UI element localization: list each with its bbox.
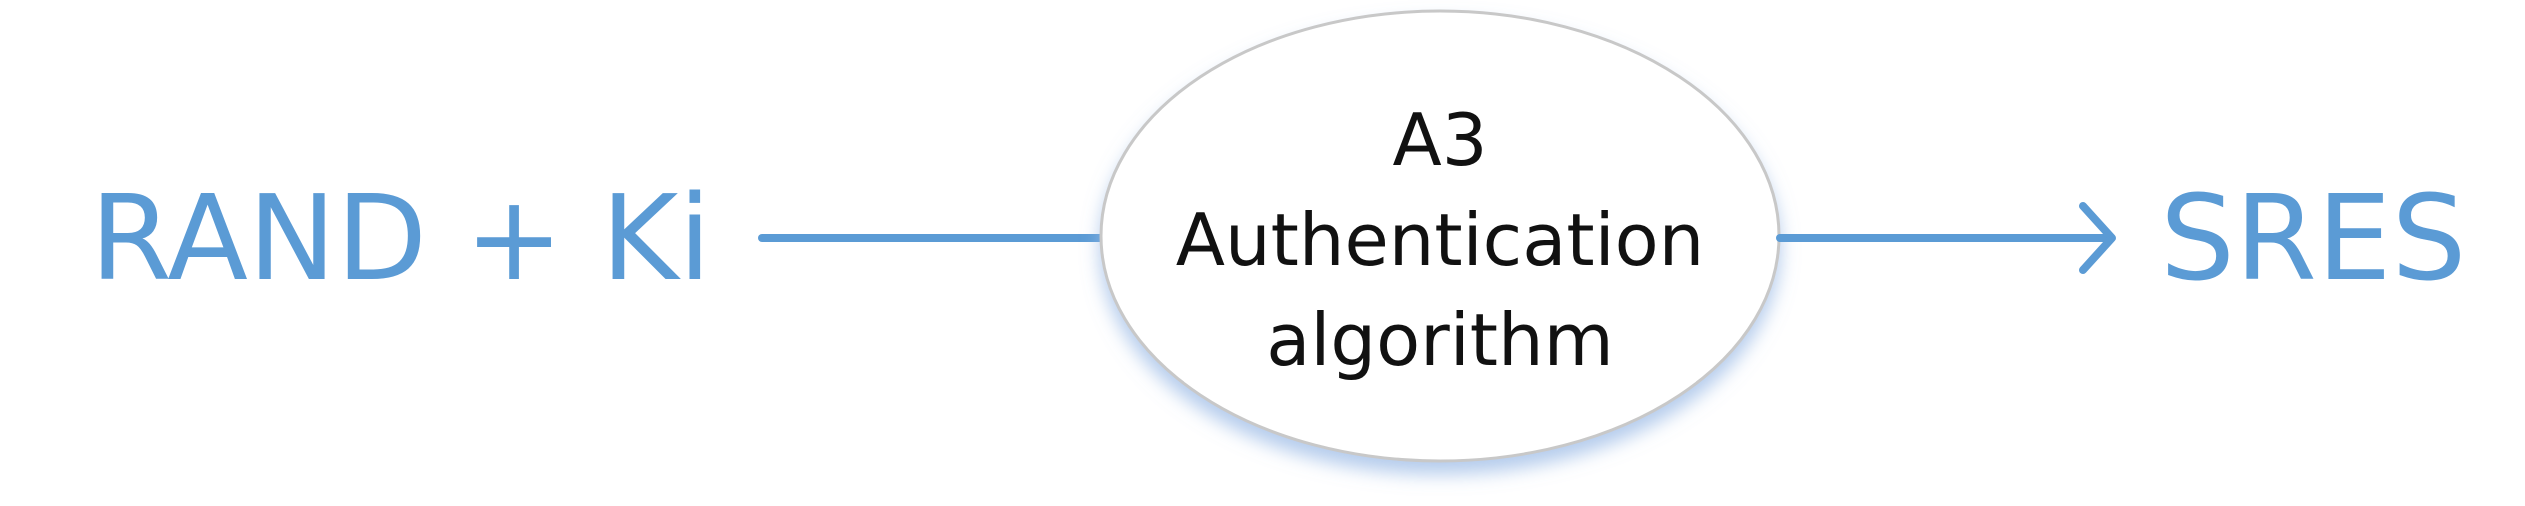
node-label-line-1: Authentication	[1175, 198, 1705, 282]
input-label: RAND + Ki	[90, 169, 712, 307]
node-title: A3	[1392, 98, 1488, 182]
arrowhead-icon	[2079, 202, 2116, 274]
node-label-line-2: algorithm	[1266, 298, 1614, 382]
output-label: SRES	[2160, 169, 2467, 307]
